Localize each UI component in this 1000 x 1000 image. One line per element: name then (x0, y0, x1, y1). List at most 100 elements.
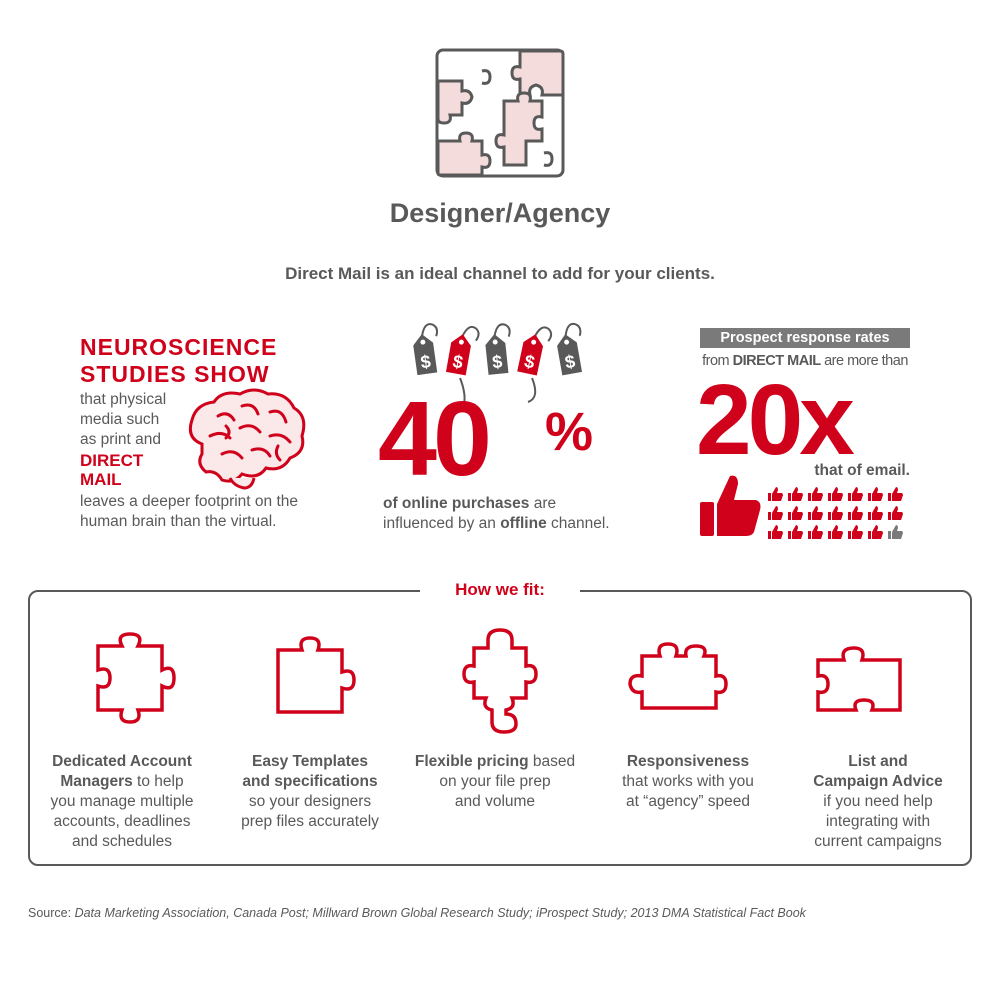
fit-item-templates: Easy Templates and specifications so you… (220, 752, 400, 832)
stat-40-percent-sign: % (545, 402, 594, 462)
thumbs-up-small-icon (888, 506, 903, 520)
fit-item-text: so your designers (248, 793, 372, 810)
puzzle-piece-icon (462, 628, 538, 734)
fit-item-text: and volume (454, 793, 536, 810)
fit-item-line: Managers to help (32, 772, 212, 792)
thumbs-up-small-icon (788, 487, 803, 501)
fit-item-title: Flexible pricing (414, 753, 529, 770)
fit-item-pricing: Flexible pricing based on your file prep… (405, 752, 585, 812)
dollar-sign: $ (451, 351, 464, 372)
thumbs-up-small-icon (848, 506, 863, 520)
puzzle-piece-icon (816, 646, 902, 712)
subtitle-text: from (702, 353, 733, 369)
fit-item-text: and schedules (72, 833, 172, 850)
puzzle-piece-icon (96, 632, 176, 724)
caption-text: influenced by an (383, 515, 501, 532)
subtitle-text: are more than (820, 353, 908, 369)
fit-item-responsiveness: Responsiveness that works with you at “a… (598, 752, 778, 812)
caption-text: channel. (546, 515, 610, 532)
source-text: Data Marketing Association, Canada Post;… (74, 906, 806, 920)
thumbs-up-small-icon (868, 525, 883, 539)
dollar-sign: $ (523, 351, 537, 373)
thumbs-up-small-icon (788, 525, 803, 539)
puzzle-piece-icon (628, 642, 728, 710)
neuroscience-heading: NEUROSCIENCE STUDIES SHOW (80, 334, 320, 388)
fit-item-line: Flexible pricing based (405, 752, 585, 772)
fit-item-title: List and (848, 753, 908, 770)
fit-item-title: Easy Templates (251, 753, 369, 770)
thumbs-up-small-icon (808, 487, 823, 501)
thumbs-up-small-icon (868, 506, 883, 520)
direct-mail-emphasis-line1: DIRECT (80, 451, 144, 470)
thumbs-up-grid (768, 487, 903, 539)
thumbs-up-small-icon (788, 506, 803, 520)
stat-40-value: 40 (378, 380, 492, 498)
thumbs-up-small-icon (888, 525, 903, 539)
caption-bold: of online purchases (383, 495, 530, 512)
thumbs-up-small-icon (808, 506, 823, 520)
brain-icon (188, 388, 306, 490)
fit-item-title: Dedicated Account (52, 753, 192, 770)
fit-item-text: you manage multiple (50, 793, 194, 810)
thumbs-up-small-icon (768, 525, 783, 539)
fit-item-text: accounts, deadlines (53, 813, 191, 830)
stat-40-caption: of online purchases are influenced by an… (383, 494, 643, 534)
page-title: Designer/Agency (389, 198, 611, 228)
neuroscience-text-line: media such (80, 411, 160, 428)
stat-20x-value: 20x (696, 364, 855, 476)
price-tag-icon: $ (445, 325, 480, 376)
thumbs-up-small-icon (768, 487, 783, 501)
fit-item-account-managers: Dedicated Account Managers to help you m… (32, 752, 212, 852)
stat-40-caption-line2: influenced by an offline channel. (383, 514, 643, 534)
direct-mail-emphasis: DIRECT MAIL (80, 451, 200, 489)
fit-item-title: Managers (60, 773, 133, 790)
thumbs-up-icon (700, 475, 761, 536)
thumbs-up-small-icon (828, 525, 843, 539)
subtitle-bold: DIRECT MAIL (732, 353, 821, 369)
thumbs-up-small-icon (848, 487, 863, 501)
prospect-response-label: Prospect response rates (700, 328, 910, 348)
fit-item-title: and specifications (242, 773, 378, 790)
stat-20x-caption: that of email. (814, 462, 910, 479)
neuroscience-text-line: leaves a deeper footprint on the (80, 493, 299, 510)
price-tag-icon: $ (413, 323, 439, 376)
price-tag-icon: $ (517, 326, 553, 376)
dollar-sign: $ (563, 351, 576, 372)
neuroscience-body-bottom: leaves a deeper footprint on the human b… (80, 492, 330, 532)
fit-item-text: current campaigns (814, 833, 942, 850)
fit-item-title: Campaign Advice (813, 773, 943, 790)
fit-item-text: integrating with (825, 813, 931, 830)
puzzle-piece-icon (276, 636, 356, 714)
fit-item-campaign-advice: List and Campaign Advice if you need hel… (788, 752, 968, 852)
price-tags-icon: $ $ $ $ $ (413, 322, 583, 411)
neuroscience-body-top: that physical media such as print and (80, 390, 200, 450)
fit-item-text: to help (132, 773, 184, 790)
tag-string (459, 377, 466, 411)
page-subtitle: Direct Mail is an ideal channel to add f… (285, 264, 715, 283)
fit-item-title: Responsiveness (626, 753, 750, 770)
thumbs-up-small-icon (888, 487, 903, 501)
caption-bold: offline (500, 515, 547, 532)
fit-item-text: based (528, 753, 576, 770)
how-we-fit-title: How we fit: (420, 578, 580, 602)
price-tag-icon: $ (485, 323, 511, 375)
caption-text: are (529, 495, 557, 512)
puzzle-frame-icon (435, 48, 565, 178)
thumbs-up-small-icon (828, 506, 843, 520)
source-label: Source: (28, 906, 75, 920)
prospect-response-subtitle: from DIRECT MAIL are more than (690, 353, 920, 369)
fit-item-text: prep files accurately (241, 813, 379, 830)
fit-item-text: at “agency” speed (625, 793, 751, 810)
direct-mail-emphasis-line2: MAIL (80, 470, 122, 489)
thumbs-up-small-icon (768, 506, 783, 520)
thumbs-up-small-icon (848, 525, 863, 539)
price-tag-icon: $ (557, 322, 583, 376)
neuroscience-text-line: that physical (80, 391, 167, 408)
thumbs-up-small-icon (808, 525, 823, 539)
fit-item-text: that works with you (622, 773, 754, 790)
thumbs-up-small-icon (828, 487, 843, 501)
neuroscience-text-line: as print and (80, 431, 161, 448)
dollar-sign: $ (491, 351, 503, 372)
stat-40-caption-line1: of online purchases are (383, 494, 643, 514)
dollar-sign: $ (419, 351, 432, 372)
